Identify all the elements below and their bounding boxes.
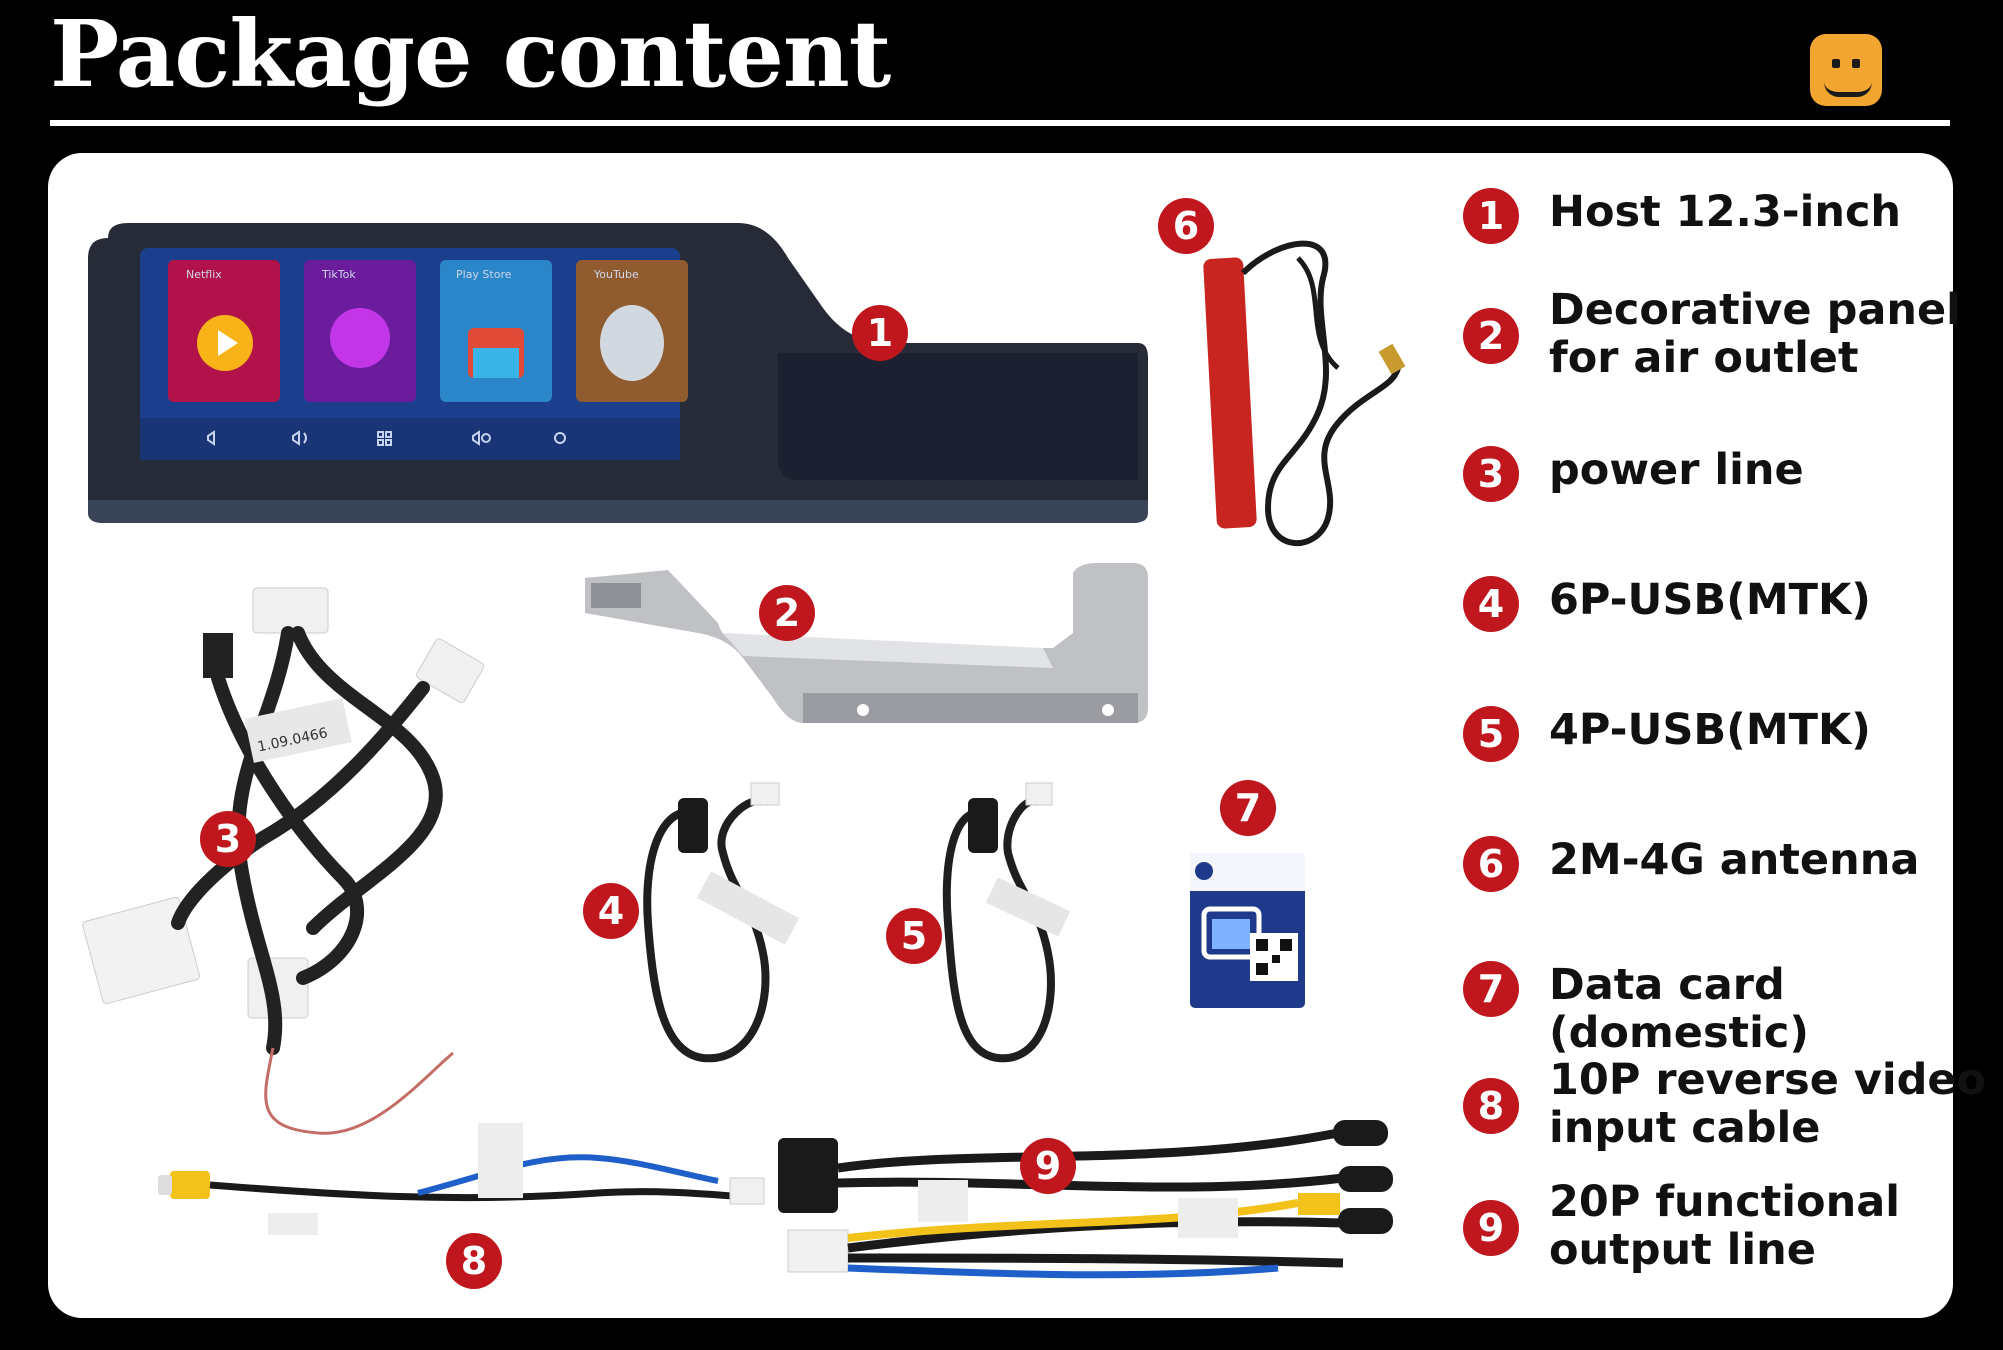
item-label: Data card (domestic)	[1549, 960, 1809, 1058]
app-label-playstore: Play Store	[456, 268, 512, 281]
item-number: 5	[1463, 706, 1519, 762]
badge-6: 6	[1158, 198, 1214, 254]
reverse-video-cable-image	[158, 1123, 765, 1235]
data-card-image	[1190, 853, 1305, 1008]
list-item: 4 6P-USB(MTK)	[1463, 576, 1871, 632]
list-item: 2 Decorative panel for air outlet	[1463, 286, 1989, 382]
item-number: 6	[1463, 836, 1519, 892]
badge-4: 4	[583, 883, 639, 939]
item-number: 1	[1463, 188, 1519, 244]
app-label-netflix: Netflix	[186, 268, 222, 281]
antenna-image	[1203, 240, 1406, 546]
title-divider	[50, 120, 1950, 126]
item-label: power line	[1549, 445, 1804, 495]
item-label: 2M-4G antenna	[1549, 835, 1920, 885]
item-label: 20P functional output line	[1549, 1177, 1900, 1275]
item-number: 8	[1463, 1078, 1519, 1134]
item-label: 6P-USB(MTK)	[1549, 575, 1871, 625]
functional-output-cable-image	[778, 1120, 1393, 1279]
item-label: Host 12.3-inch	[1549, 187, 1902, 237]
host-display-image: Netflix TikTok Play Store YouTube	[88, 223, 1148, 523]
badge-5: 5	[886, 908, 942, 964]
usb-6p-cable-image	[643, 782, 800, 1063]
app-label-tiktok: TikTok	[321, 268, 356, 281]
badge-2: 2	[759, 585, 815, 641]
app-label-youtube: YouTube	[593, 268, 639, 281]
power-line-image: 1.09.0466	[82, 587, 485, 1135]
badge-7: 7	[1220, 780, 1276, 836]
list-item: 8 10P reverse video input cable	[1463, 1056, 1989, 1152]
item-number: 9	[1463, 1200, 1519, 1256]
content-panel: Netflix TikTok Play Store YouTube 1 6 2	[48, 153, 1986, 1318]
list-item: 5 4P-USB(MTK)	[1463, 706, 1871, 762]
badge-3: 3	[200, 811, 256, 867]
list-item: 3 power line	[1463, 446, 1804, 502]
list-item: 6 2M-4G antenna	[1463, 836, 1919, 892]
item-number: 2	[1463, 308, 1519, 364]
decorative-panel-image	[585, 563, 1148, 723]
face-logo-icon	[1810, 34, 1882, 106]
list-item: 9 20P functional output line	[1463, 1178, 1989, 1274]
item-number: 3	[1463, 446, 1519, 502]
badge-8: 8	[446, 1233, 502, 1289]
item-number: 4	[1463, 576, 1519, 632]
item-label: Decorative panel for air outlet	[1549, 285, 1961, 383]
list-item: 1 Host 12.3-inch	[1463, 188, 1901, 244]
item-label: 4P-USB(MTK)	[1549, 705, 1871, 755]
badge-9: 9	[1020, 1138, 1076, 1194]
usb-4p-cable-image	[942, 782, 1071, 1063]
badge-1: 1	[852, 305, 908, 361]
item-label: 10P reverse video input cable	[1549, 1055, 1987, 1153]
list-item: 7 Data card (domestic)	[1463, 961, 2003, 1057]
item-number: 7	[1463, 961, 1519, 1017]
page-title: Package content	[50, 0, 891, 108]
